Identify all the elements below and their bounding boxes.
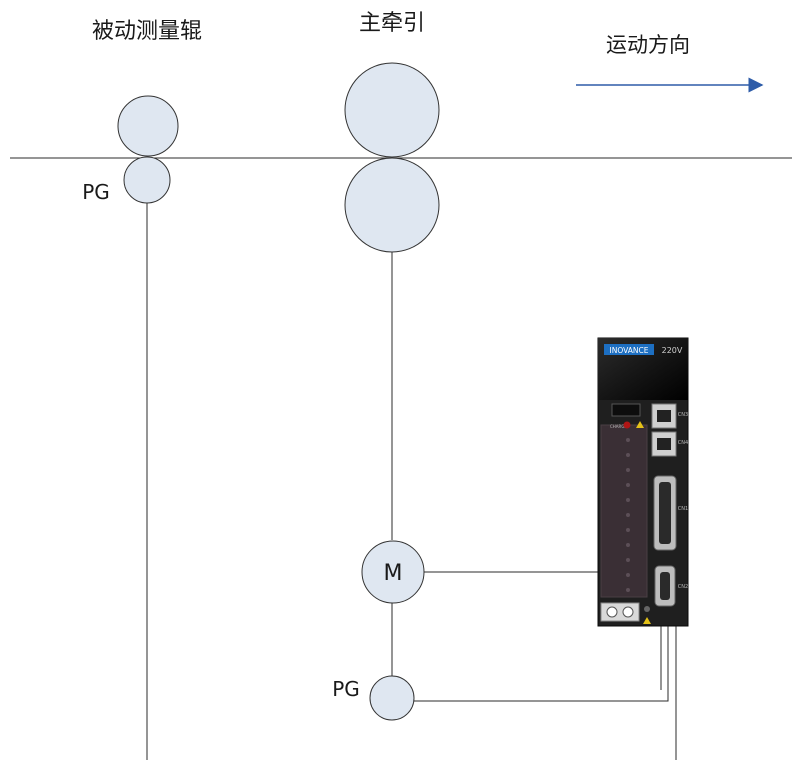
- passive-roller-lower: [123, 156, 171, 204]
- main-traction-label: 主牵引: [359, 11, 425, 36]
- voltage-text: 220V: [662, 346, 683, 355]
- port-cn3-socket: [657, 410, 671, 422]
- passive-roller-upper: [117, 95, 179, 157]
- warning-icon: [636, 421, 644, 428]
- port-label-cn2: CN2: [678, 584, 688, 590]
- charge-label: CHARGE: [610, 424, 627, 429]
- brand-badge: [604, 344, 654, 355]
- direction-label: 运动方向: [606, 33, 690, 57]
- encoder-cable-outer: [414, 610, 669, 702]
- terminal-screws: [626, 438, 630, 592]
- pg-left-label: PG: [82, 180, 110, 204]
- terminal-panel: [600, 424, 648, 598]
- port-cn1-socket: [659, 482, 671, 544]
- port-label-cn4: CN4: [678, 440, 688, 446]
- ground-screw-1: [606, 606, 618, 618]
- servo-drive: INOVANCE 220V CHARGE CN3 CN4 CN1 CN2: [597, 337, 689, 627]
- charge-led: [623, 421, 631, 429]
- passive-roller-label: 被动测量辊: [92, 19, 202, 44]
- pg-right-label: PG: [332, 677, 360, 701]
- warning-icon-bottom: [643, 617, 651, 624]
- ground-screw-2: [622, 606, 634, 618]
- port-cn4-socket: [657, 438, 671, 450]
- port-label-cn1: CN1: [678, 506, 688, 512]
- main-traction-roller-lower: [344, 157, 440, 253]
- motor-encoder-circle: [369, 675, 415, 721]
- charge-window: [611, 403, 641, 417]
- main-traction-roller-upper: [344, 62, 440, 158]
- port-cn2-socket: [660, 572, 670, 600]
- ground-symbol-icon: [644, 606, 650, 612]
- motor-label: M: [384, 561, 403, 586]
- brand-text: INOVANCE: [610, 346, 649, 355]
- port-label-cn3: CN3: [678, 412, 688, 418]
